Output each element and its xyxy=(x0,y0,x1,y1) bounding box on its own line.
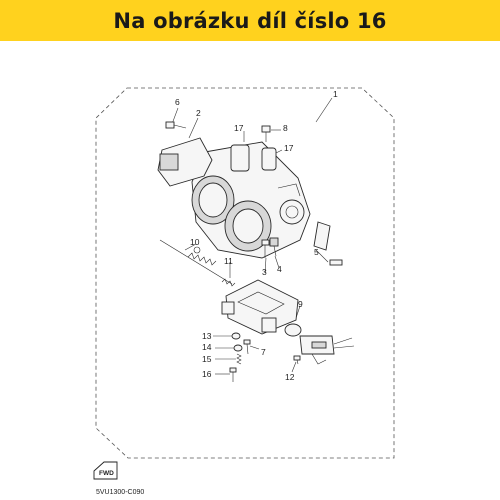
callout-17a: 17 xyxy=(234,123,244,133)
callout-1: 1 xyxy=(333,89,338,99)
washer-13 xyxy=(231,332,241,340)
screw-7 xyxy=(243,339,251,355)
actuator xyxy=(299,335,355,365)
callout-7: 7 xyxy=(261,347,266,357)
callout-8: 8 xyxy=(283,123,288,133)
callout-6: 6 xyxy=(175,97,180,107)
assembly-boundary xyxy=(95,87,395,459)
lever-bracket xyxy=(313,221,343,266)
callout-12: 12 xyxy=(285,372,295,382)
screw-12 xyxy=(293,355,301,365)
callout-5: 5 xyxy=(314,247,319,257)
screw-8 xyxy=(261,125,271,142)
callout-17b: 17 xyxy=(284,143,294,153)
o-ring-14 xyxy=(233,344,243,352)
callout-15: 15 xyxy=(202,354,212,364)
diagram-code: 5VU1300-C090 xyxy=(96,489,145,496)
spring-15 xyxy=(236,353,242,365)
fwd-label: FWD xyxy=(99,470,114,477)
spring-10 xyxy=(159,239,233,285)
leader-lines xyxy=(171,97,333,375)
callout-13: 13 xyxy=(202,331,212,341)
throttle-position-sensor xyxy=(157,137,213,187)
screw-3 xyxy=(261,239,270,258)
callout-3: 3 xyxy=(262,267,267,277)
callout-4: 4 xyxy=(277,264,282,274)
gasket-9 xyxy=(284,323,302,337)
bolt-6 xyxy=(165,121,187,129)
callout-2: 2 xyxy=(196,108,201,118)
screw-16 xyxy=(229,367,237,382)
throttle-body xyxy=(191,141,311,259)
valve-housing xyxy=(221,279,299,335)
spring-11 xyxy=(221,278,236,287)
banner-title: Na obrázku díl číslo 16 xyxy=(113,8,387,33)
callout-labels: 1 2 3 4 5 6 7 8 9 10 11 12 13 14 15 16 1… xyxy=(175,89,338,382)
callout-16: 16 xyxy=(202,369,212,379)
fwd-arrow-icon: FWD xyxy=(93,461,118,480)
callout-9: 9 xyxy=(298,299,303,309)
callout-10: 10 xyxy=(190,237,200,247)
screw-4 xyxy=(269,237,279,257)
title-banner: Na obrázku díl číslo 16 xyxy=(0,0,500,41)
callout-14: 14 xyxy=(202,342,212,352)
callout-11: 11 xyxy=(224,256,233,266)
